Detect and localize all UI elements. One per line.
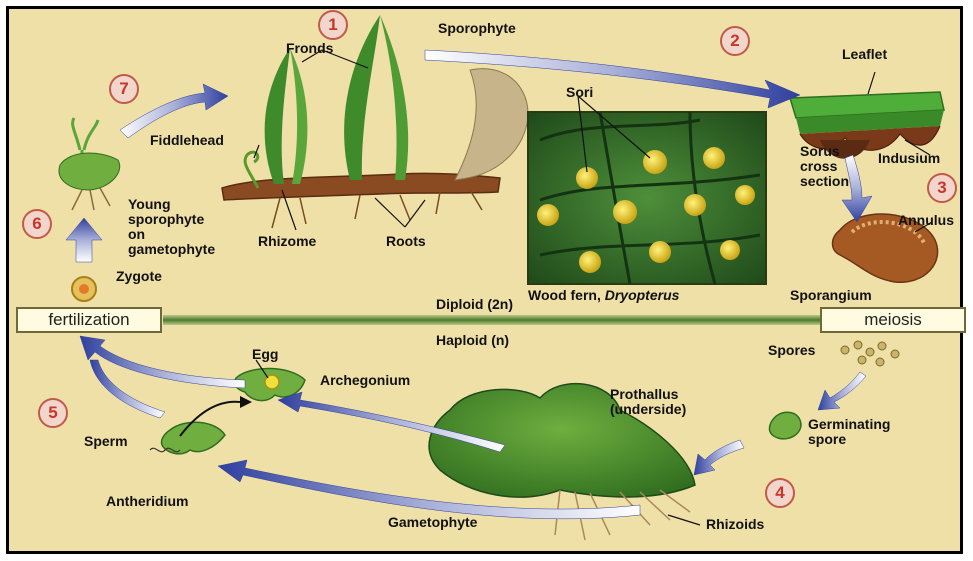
rhizoids-label: Rhizoids — [706, 516, 764, 532]
fronds-label: Fronds — [286, 40, 333, 56]
antheridium-shape — [150, 396, 252, 454]
germinating-spore-label-2: spore — [808, 431, 846, 447]
leaflet-label: Leaflet — [842, 46, 887, 62]
sorus-cross-section-label-3: section — [800, 173, 849, 189]
frond-left — [265, 48, 290, 184]
archegonium-label: Archegonium — [320, 372, 410, 388]
rhizome-label: Rhizome — [258, 233, 316, 249]
frond-tall-right — [380, 15, 408, 180]
egg-label: Egg — [252, 346, 278, 362]
frond-dried — [455, 69, 528, 180]
annulus-label: Annulus — [898, 212, 954, 228]
step-1-marker: 1 — [318, 10, 348, 40]
spores-label: Spores — [768, 342, 815, 358]
young-sporophyte-label-3: on — [128, 226, 145, 242]
wood-fern-photo — [528, 96, 766, 284]
step-3-marker: 3 — [927, 173, 957, 203]
arrow-zygote-to-young-sporophyte — [66, 218, 102, 262]
sorus-cross-section-label-1: Sorus — [800, 143, 840, 159]
step-6-marker: 6 — [22, 209, 52, 239]
arrow-germinating-to-prothallus — [694, 440, 744, 475]
meiosis-box: meiosis — [820, 307, 966, 333]
caption-genus: Dryopterus — [605, 287, 680, 303]
sorus-cross-section-label-2: cross — [800, 158, 837, 174]
step-4-marker: 4 — [765, 478, 795, 508]
prothallus-label-2: (underside) — [610, 401, 686, 417]
step-2-marker: 2 — [720, 26, 750, 56]
fertilization-box: fertilization — [16, 307, 162, 333]
germinating-spore-label-1: Germinating — [808, 416, 890, 432]
step-5-marker: 5 — [38, 398, 68, 428]
young-sporophyte-label-4: gametophyte — [128, 241, 215, 257]
wood-fern-caption: Wood fern, Dryopterus — [528, 287, 679, 303]
antheridium-label: Antheridium — [106, 493, 188, 509]
ploidy-divider-bar — [163, 315, 823, 325]
sporophyte-plant — [222, 15, 528, 230]
step-7-marker: 7 — [109, 74, 139, 104]
young-sporophyte-shape — [59, 118, 120, 210]
frond-tall — [344, 15, 380, 180]
caption-prefix: Wood fern, — [528, 287, 605, 303]
gametophyte-label: Gametophyte — [388, 514, 477, 530]
frond-left-right — [290, 48, 307, 184]
young-sporophyte-label-2: sporophyte — [128, 211, 204, 227]
sporophyte-title: Sporophyte — [438, 20, 516, 36]
sporangium-label: Sporangium — [790, 287, 872, 303]
fiddlehead-label: Fiddlehead — [150, 132, 224, 148]
indusium-label: Indusium — [878, 150, 940, 166]
zygote-label: Zygote — [116, 268, 162, 284]
sori-label: Sori — [566, 84, 593, 100]
spores-cluster — [841, 341, 899, 366]
sperm-label: Sperm — [84, 433, 128, 449]
arrow-spores-to-germinating — [818, 372, 866, 410]
young-sporophyte-label-1: Young — [128, 196, 171, 212]
diploid-label: Diploid (2n) — [436, 296, 513, 312]
germinating-spore-shape — [769, 412, 801, 439]
roots-label: Roots — [386, 233, 426, 249]
prothallus-label-1: Prothallus — [610, 386, 678, 402]
haploid-label: Haploid (n) — [436, 332, 509, 348]
